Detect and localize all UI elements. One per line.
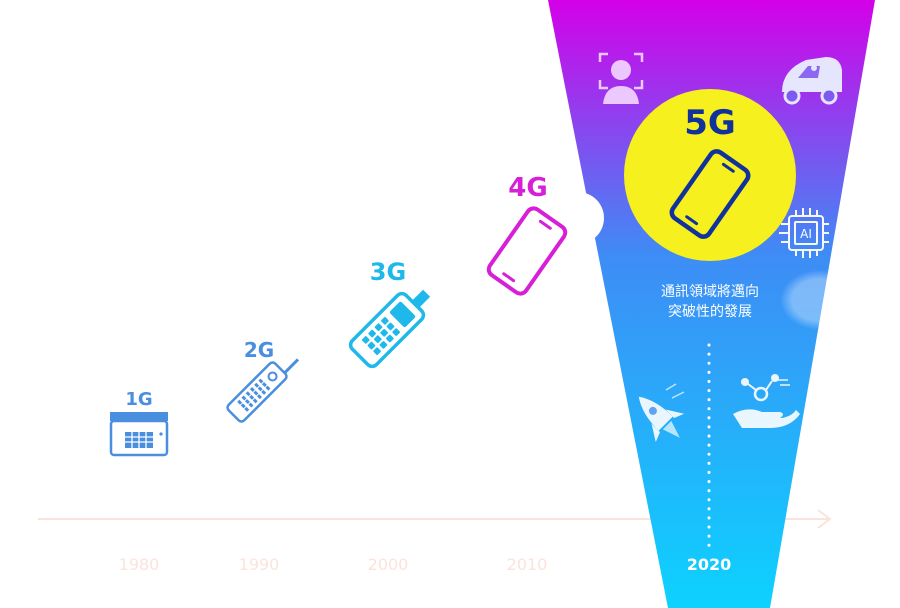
brick-phone-icon: [226, 358, 300, 423]
generation-4g: 4G: [486, 173, 568, 296]
year-labels: 1980 1990 2000 2010 2020: [119, 555, 732, 574]
self-driving-car-icon: [782, 57, 842, 105]
highlight-circle: [624, 89, 796, 261]
generation-3g: 3G: [348, 258, 431, 369]
smartphone-5g-icon: [669, 149, 751, 239]
generation-2g: 2G: [226, 338, 300, 423]
car-phone-icon: [109, 412, 169, 457]
hand-network-icon: [733, 374, 800, 428]
caption-line-2: 突破性的發展: [668, 304, 752, 320]
smartphone-icon: [486, 206, 568, 296]
year-2020: 2020: [687, 555, 732, 574]
year-2010: 2010: [507, 555, 548, 574]
year-1990: 1990: [239, 555, 280, 574]
feature-phone-icon: [348, 289, 431, 369]
ai-chip-label: AI: [800, 227, 812, 241]
ai-chip-icon: [779, 208, 829, 258]
year-1980: 1980: [119, 555, 160, 574]
face-recognition-icon: [598, 52, 644, 104]
label-5g: 5G: [684, 103, 736, 143]
label-1g: 1G: [125, 389, 152, 410]
caption-line-1: 通訊領域將邁向: [661, 283, 759, 300]
generation-1g: 1G: [109, 389, 169, 457]
rocket-trail: [665, 383, 685, 399]
label-2g: 2G: [244, 338, 274, 362]
label-3g: 3G: [370, 258, 406, 286]
year-2000: 2000: [368, 555, 409, 574]
generation-5g: 5G: [624, 89, 796, 261]
label-4g: 4G: [508, 173, 547, 203]
